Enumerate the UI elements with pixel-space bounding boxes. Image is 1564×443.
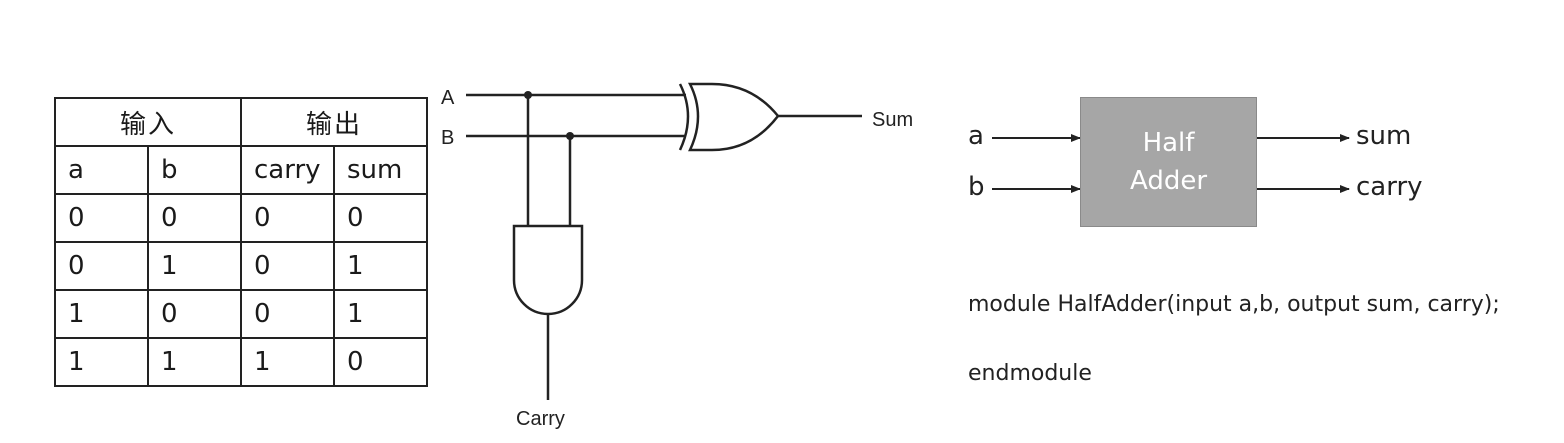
table-cell: 0	[240, 241, 335, 291]
table-row: 0 1 0 1	[54, 241, 428, 291]
block-input-b-label: b	[968, 172, 985, 202]
junction-dot	[566, 132, 574, 140]
table-group-header-row: 输入 输出	[54, 97, 428, 147]
column-header-carry: carry	[240, 145, 335, 195]
table-cell: 0	[54, 193, 149, 243]
input-group-header: 输入	[54, 97, 242, 147]
junction-dot	[524, 91, 532, 99]
table-cell: 1	[147, 241, 242, 291]
table-cell: 1	[147, 337, 242, 387]
truth-table: 输入 输出 a b carry sum 0 0 0 0 0 1 0 1 1 0 …	[54, 97, 428, 387]
table-cell: 1	[333, 241, 428, 291]
circuit-sum-label: Sum	[872, 109, 913, 131]
half-adder-block: Half Adder	[1080, 97, 1257, 227]
table-row: 1 0 0 1	[54, 289, 428, 339]
circuit-carry-label: Carry	[516, 408, 565, 430]
circuit-wires	[466, 93, 862, 400]
table-cell: 0	[54, 241, 149, 291]
table-row: 1 1 1 0	[54, 337, 428, 387]
xor-gate-icon	[678, 82, 780, 152]
table-cell: 1	[54, 337, 149, 387]
block-input-a-label: a	[968, 121, 984, 151]
circuit-input-a-label: A	[441, 87, 455, 109]
column-header-b: b	[147, 145, 242, 195]
column-header-sum: sum	[333, 145, 428, 195]
table-cell: 1	[240, 337, 335, 387]
block-output-sum-label: sum	[1356, 121, 1412, 151]
table-row: 0 0 0 0	[54, 193, 428, 243]
table-cell: 0	[333, 193, 428, 243]
block-arrows	[992, 134, 1350, 193]
table-cell: 1	[333, 289, 428, 339]
table-cell: 0	[147, 193, 242, 243]
and-gate-icon	[512, 224, 584, 316]
table-cell: 1	[54, 289, 149, 339]
code-module-declaration: module HalfAdder(input a,b, output sum, …	[968, 292, 1500, 317]
block-title-line2: Adder	[1129, 166, 1208, 196]
block-title-line1: Half	[1142, 128, 1195, 158]
table-cell: 0	[333, 337, 428, 387]
table-cell: 0	[240, 193, 335, 243]
table-column-header-row: a b carry sum	[54, 145, 428, 195]
table-cell: 0	[147, 289, 242, 339]
code-endmodule: endmodule	[968, 361, 1092, 386]
block-output-carry-label: carry	[1356, 172, 1423, 202]
output-group-header: 输出	[240, 97, 428, 147]
column-header-a: a	[54, 145, 149, 195]
table-cell: 0	[240, 289, 335, 339]
circuit-input-b-label: B	[441, 127, 454, 149]
